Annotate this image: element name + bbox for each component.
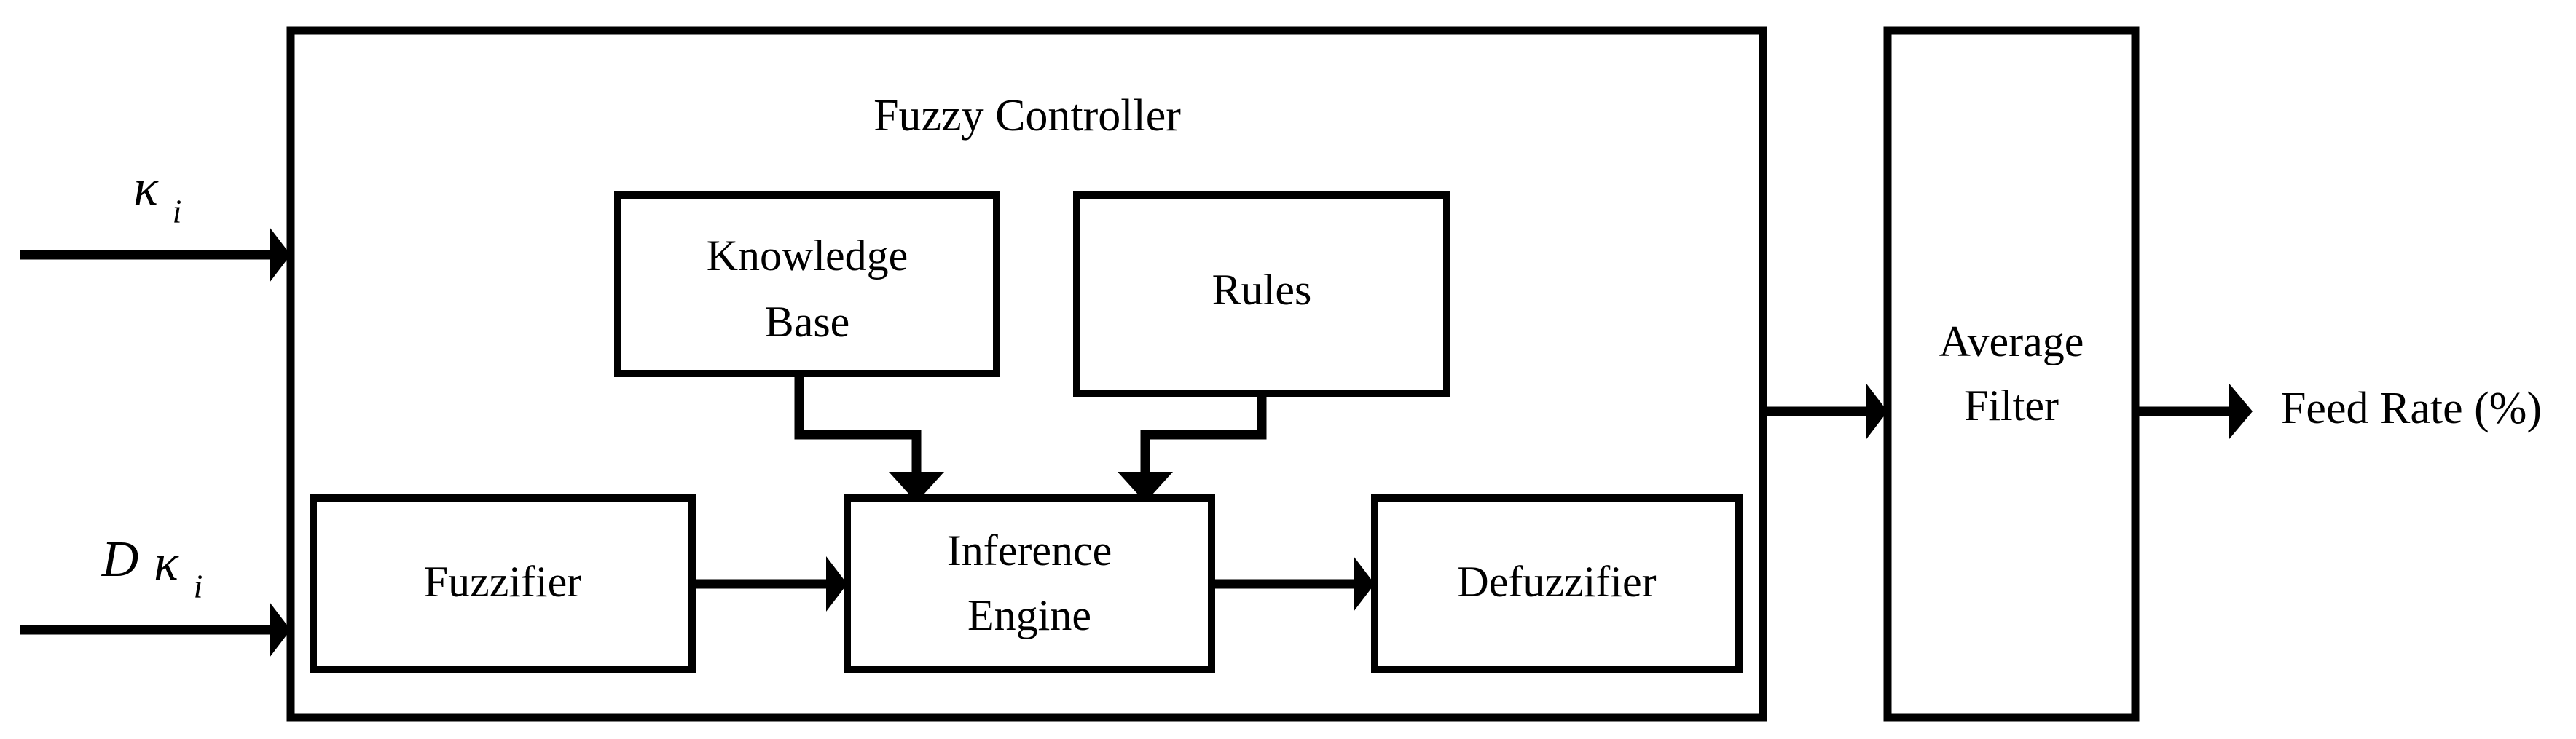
input-label-dkappa-i: D κ i [101, 531, 203, 605]
block-knowledge-base [614, 191, 1000, 377]
output-label-feed-rate: Feed Rate (%) [2281, 384, 2542, 433]
block-label-knowledge-base-line1: Knowledge [707, 232, 908, 280]
arrowhead-controller-out [1866, 384, 1888, 439]
arrowhead-fuzzifier-out [826, 556, 847, 612]
connector-rules-to-inference-engine [1118, 393, 1267, 502]
arrowhead-rules-out [1118, 472, 1173, 502]
arrowhead-kappa-i [270, 227, 291, 282]
svg-text:i: i [173, 193, 182, 230]
input-label-kappa-i: κ i [133, 160, 181, 230]
input-arrow-dkappa-i [20, 602, 291, 657]
connector-inference-engine-to-defuzzifier [1212, 556, 1375, 612]
block-label-inference-engine-line2: Engine [967, 591, 1091, 639]
block-average-filter [1883, 26, 2140, 722]
svg-text:D: D [101, 531, 139, 588]
block-rules [1073, 191, 1450, 397]
block-defuzzifier [1371, 494, 1743, 673]
block-label-average-filter-line2: Filter [1964, 382, 2059, 430]
block-label-fuzzifier: Fuzzifier [424, 558, 582, 606]
block-label-inference-engine-line1: Inference [947, 526, 1112, 574]
block-fuzzifier [310, 494, 696, 673]
arrowhead-knowledge-base-out [889, 472, 944, 502]
block-label-average-filter-line1: Average [1939, 317, 2084, 365]
block-label-defuzzifier: Defuzzifier [1457, 558, 1656, 606]
arrowhead-average-filter-out [2229, 384, 2253, 439]
connector-knowledge-base-to-inference-engine [794, 374, 944, 502]
connector-average-filter-to-feed-rate [2135, 384, 2253, 439]
svg-text:κ: κ [133, 160, 159, 216]
fuzzy-controller-title: Fuzzy Controller [873, 91, 1181, 141]
arrowhead-dkappa-i [270, 602, 291, 657]
block-inference-engine [844, 494, 1215, 673]
connector-controller-to-average-filter [1763, 384, 1888, 439]
fuzzy-controller-container [286, 26, 1767, 722]
arrowhead-inference-engine-out [1354, 556, 1375, 612]
block-label-rules: Rules [1212, 266, 1312, 314]
svg-text:i: i [194, 568, 203, 605]
input-arrow-kappa-i [20, 227, 291, 282]
block-label-knowledge-base-line2: Base [765, 298, 850, 346]
connector-fuzzifier-to-inference-engine [692, 556, 847, 612]
svg-text:κ: κ [154, 535, 179, 591]
